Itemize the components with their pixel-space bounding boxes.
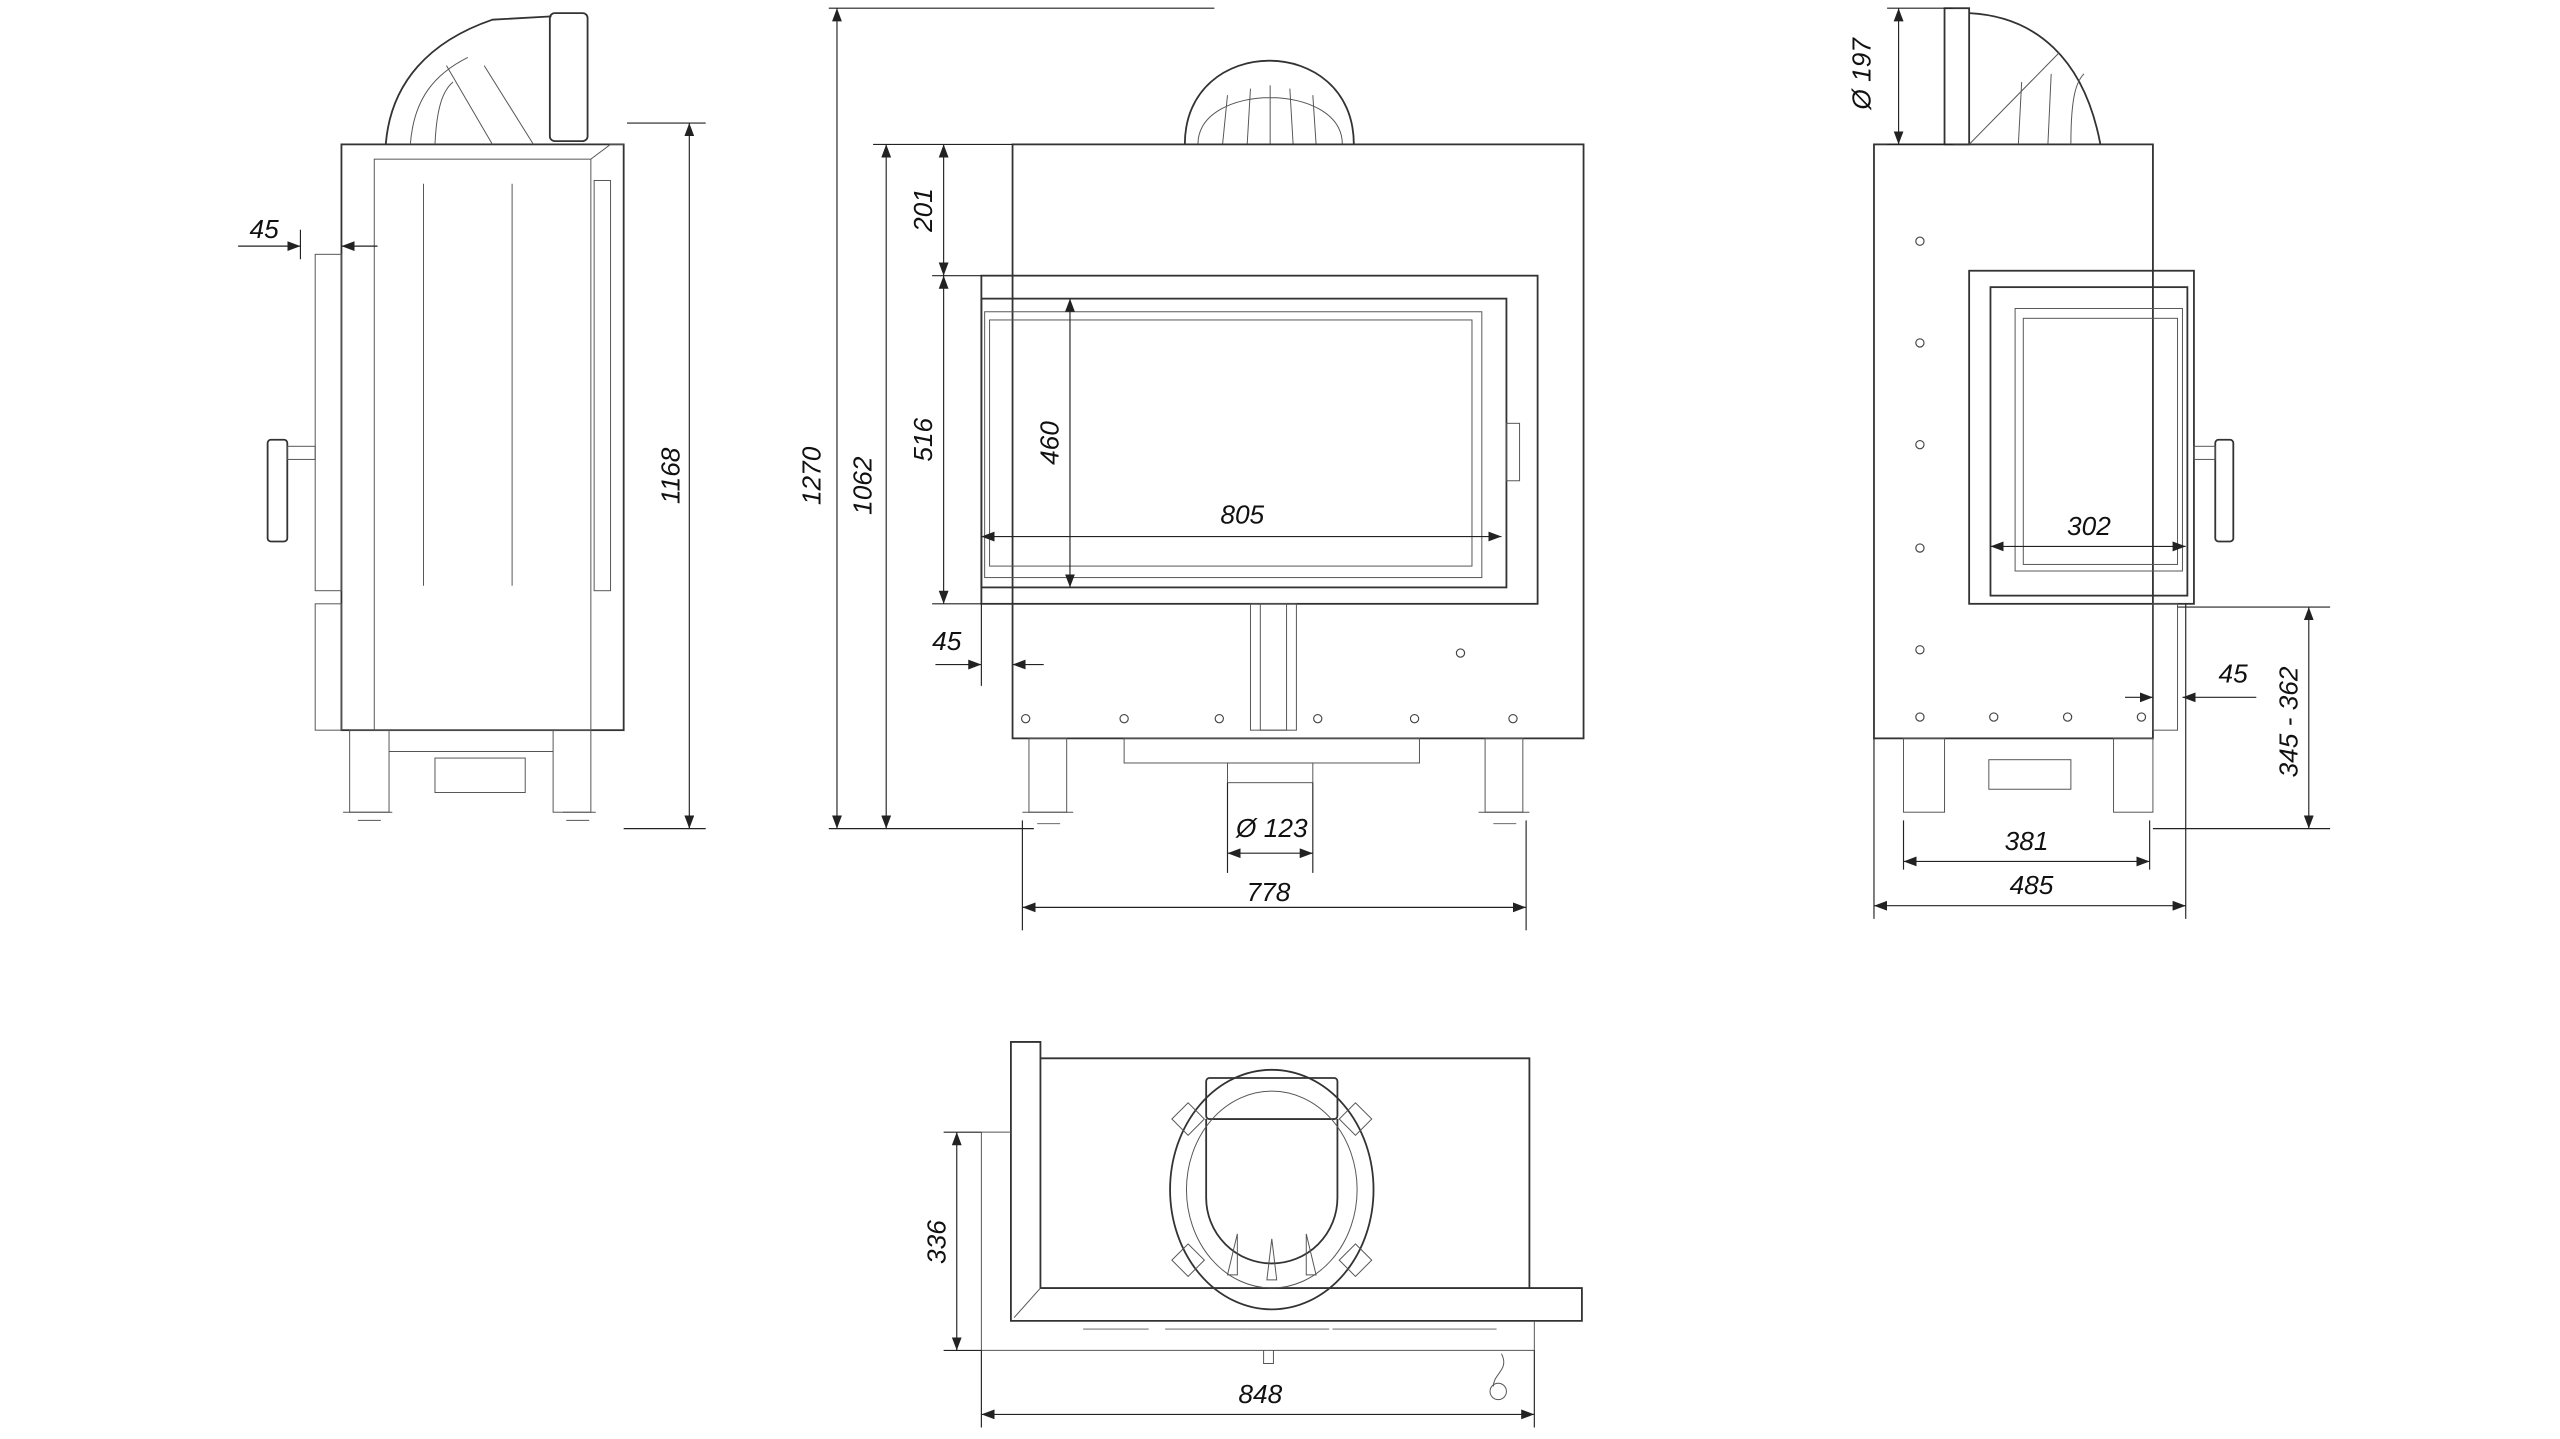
dim-right-leg-spacing: 381 <box>2005 826 2049 856</box>
dim-top-depth: 336 <box>921 1220 951 1264</box>
dim-door-height: 516 <box>908 417 938 461</box>
dim-side-height: 1168 <box>655 447 685 504</box>
door-frame <box>980 274 1539 605</box>
dim-right-door-offset: 45 <box>2219 659 2249 689</box>
dim-door-offset: 45 <box>932 626 962 656</box>
dim-flue-diameter: Ø 197 <box>1847 37 1877 111</box>
dim-air-inlet: Ø 123 <box>1235 813 1308 843</box>
dim-glass-width: 805 <box>1220 499 1264 529</box>
dim-side-glass-width: 302 <box>2067 511 2111 541</box>
dim-top-width: 848 <box>1238 1379 1282 1409</box>
dim-floor-to-door: 345 - 362 <box>2273 666 2303 777</box>
flue-collar <box>1169 1068 1375 1311</box>
dim-glass-height: 460 <box>1034 421 1064 465</box>
door-handle <box>266 438 289 543</box>
front-view: 1270 1062 201 516 460 805 45 Ø 123 778 <box>797 7 1585 931</box>
dim-body-height: 1062 <box>847 456 877 515</box>
door-latch <box>1505 422 1521 482</box>
top-view: 336 848 <box>921 1041 1583 1428</box>
dim-top-to-door: 201 <box>908 188 938 233</box>
dim-side-offset: 45 <box>250 214 280 244</box>
dim-leg-spacing: 778 <box>1247 877 1291 907</box>
left-side-view: 1168 45 <box>238 12 706 830</box>
right-side-view: Ø 197 302 45 345 - 362 381 485 <box>1847 7 2331 919</box>
dim-total-height: 1270 <box>797 446 827 505</box>
dim-depth: 485 <box>2010 870 2054 900</box>
